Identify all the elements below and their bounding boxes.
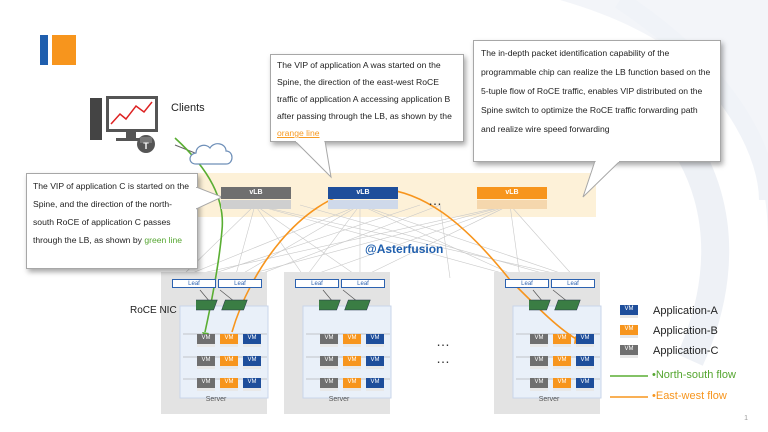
vm-app-b: VM bbox=[553, 334, 571, 347]
callout-east-west-text: The VIP of application A was started on … bbox=[277, 60, 452, 121]
vm-app-c: VM bbox=[197, 356, 215, 369]
vm-app-b: VM bbox=[343, 334, 361, 347]
legend-east-west: •East-west flow bbox=[652, 390, 727, 402]
leaf-switch: Leaf bbox=[551, 279, 595, 288]
nic-card-icon bbox=[196, 299, 248, 311]
callout-lb-capability-text: The in-depth packet identification capab… bbox=[481, 48, 711, 134]
vm-app-c: VM bbox=[320, 378, 338, 391]
vlb-app-c: vLB bbox=[221, 187, 291, 199]
spine-ghost-c bbox=[221, 200, 291, 209]
clients-label: Clients bbox=[171, 102, 205, 114]
nic-card-icon bbox=[529, 299, 581, 311]
spine-ghost-b bbox=[477, 200, 547, 209]
leaf-switch: Leaf bbox=[172, 279, 216, 288]
legend-swatch-app-c: VM bbox=[620, 345, 638, 358]
callout-east-west: The VIP of application A was started on … bbox=[270, 54, 464, 142]
vm-app-a: VM bbox=[366, 378, 384, 391]
svg-text:T: T bbox=[143, 141, 149, 151]
vm-app-c: VM bbox=[320, 356, 338, 369]
leaf-switch: Leaf bbox=[505, 279, 549, 288]
leaf-switch: Leaf bbox=[218, 279, 262, 288]
spine-ghost-a bbox=[328, 200, 398, 209]
vm-app-b: VM bbox=[553, 356, 571, 369]
vm-app-a: VM bbox=[366, 334, 384, 347]
cloud-icon bbox=[189, 143, 233, 165]
callout-east-west-link: orange line bbox=[277, 128, 320, 138]
legend-swatch-app-a: VM bbox=[620, 305, 638, 318]
vlb-app-b: vLB bbox=[477, 187, 547, 199]
leaf-switch: Leaf bbox=[341, 279, 385, 288]
server-label: Server bbox=[205, 396, 227, 403]
legend-app-a: Application-A bbox=[653, 305, 718, 317]
vm-app-a: VM bbox=[576, 378, 594, 391]
vm-app-c: VM bbox=[197, 334, 215, 347]
vm-app-b: VM bbox=[553, 378, 571, 391]
rack-ellipsis: … bbox=[436, 350, 451, 366]
vm-app-a: VM bbox=[243, 356, 261, 369]
callout-north-south-text: The VIP of application C is started on t… bbox=[33, 181, 190, 245]
leaf-switch: Leaf bbox=[295, 279, 339, 288]
vm-app-a: VM bbox=[366, 356, 384, 369]
vm-app-a: VM bbox=[243, 378, 261, 391]
rack-ellipsis: … bbox=[436, 333, 451, 349]
spine-ellipsis: … bbox=[428, 192, 443, 208]
brand-watermark: @Asterfusion bbox=[365, 242, 444, 256]
legend-app-c: Application-C bbox=[653, 345, 719, 357]
roce-nic-label: RoCE NIC bbox=[130, 305, 177, 316]
callout-lb-capability-pointer bbox=[582, 161, 621, 198]
legend-app-b: Application-B bbox=[653, 325, 718, 337]
vm-app-c: VM bbox=[530, 356, 548, 369]
vm-app-a: VM bbox=[243, 334, 261, 347]
callout-north-south-pointer bbox=[196, 187, 224, 210]
legend-north-south: •North-south flow bbox=[652, 369, 736, 381]
vm-app-c: VM bbox=[320, 334, 338, 347]
server-label: Server bbox=[538, 396, 560, 403]
vm-app-c: VM bbox=[530, 378, 548, 391]
callout-lb-capability: The in-depth packet identification capab… bbox=[473, 40, 721, 162]
client-computer-icon: T bbox=[90, 96, 158, 153]
vm-app-b: VM bbox=[343, 378, 361, 391]
vm-app-c: VM bbox=[197, 378, 215, 391]
company-logo-icon bbox=[40, 35, 76, 65]
vlb-app-a: vLB bbox=[328, 187, 398, 199]
vm-app-b: VM bbox=[343, 356, 361, 369]
vm-app-a: VM bbox=[576, 334, 594, 347]
callout-east-west-pointer bbox=[295, 141, 332, 179]
nic-card-icon bbox=[319, 299, 371, 311]
vm-app-a: VM bbox=[576, 356, 594, 369]
legend-swatch-app-b: VM bbox=[620, 325, 638, 338]
page-number: 1 bbox=[744, 415, 748, 422]
callout-north-south: The VIP of application C is started on t… bbox=[26, 173, 198, 269]
server-label: Server bbox=[328, 396, 350, 403]
callout-north-south-link: green line bbox=[144, 235, 183, 245]
vm-app-c: VM bbox=[530, 334, 548, 347]
vm-app-b: VM bbox=[220, 378, 238, 391]
vm-app-b: VM bbox=[220, 356, 238, 369]
vm-app-b: VM bbox=[220, 334, 238, 347]
